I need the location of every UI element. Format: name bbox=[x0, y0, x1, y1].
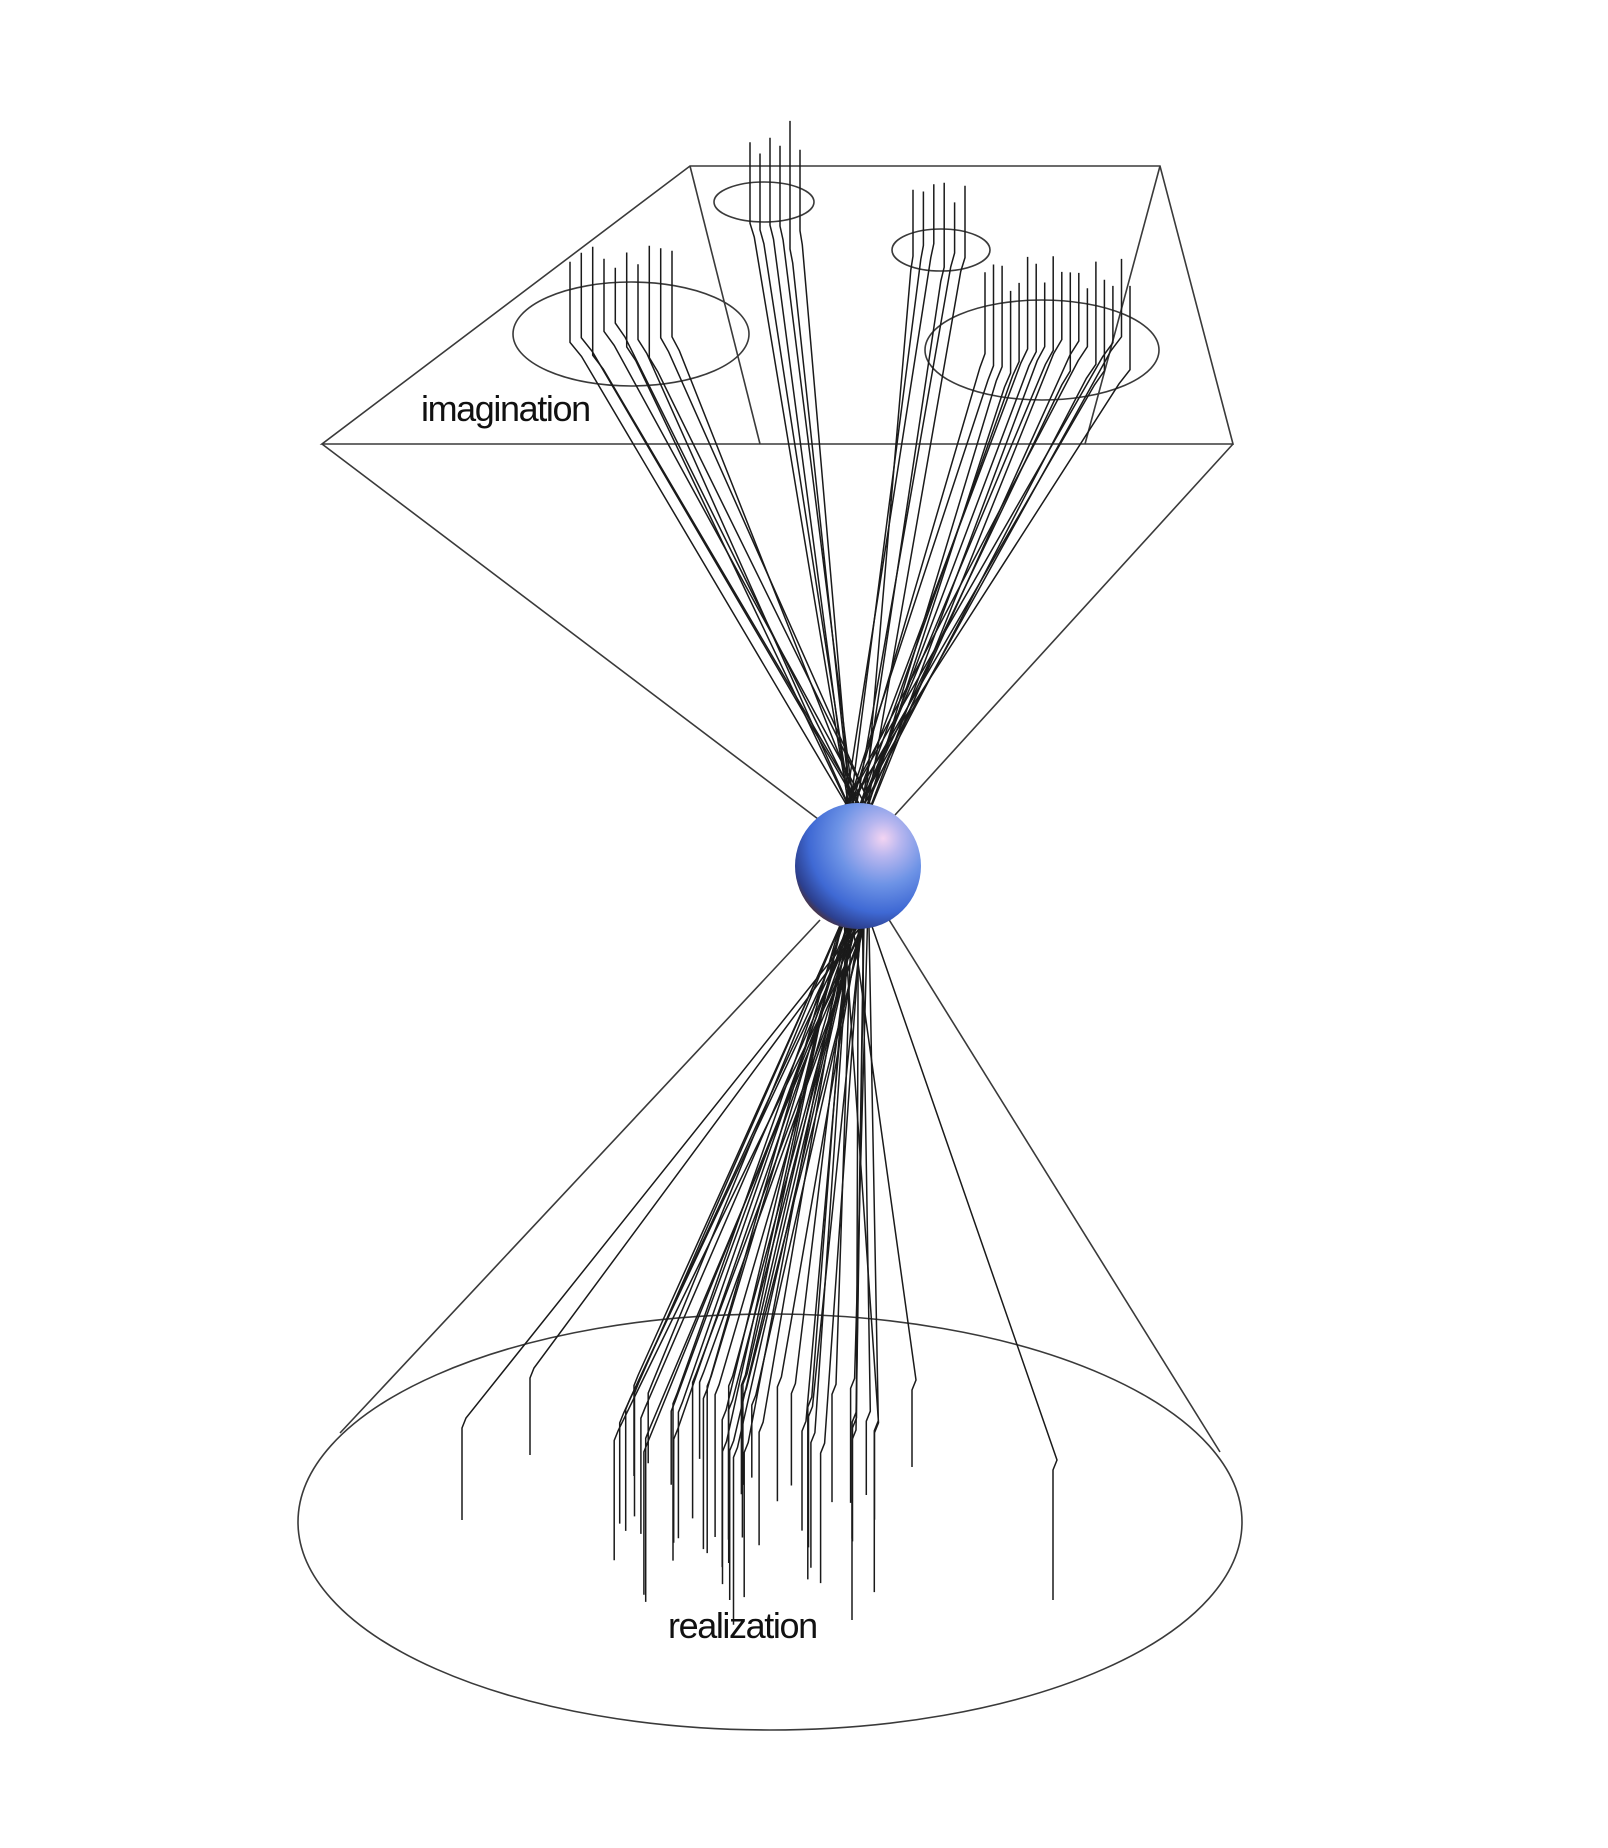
projection-cones bbox=[321, 443, 1234, 1453]
imagination-thread bbox=[855, 202, 956, 807]
imagination-thread bbox=[864, 189, 914, 807]
realization-thread bbox=[727, 915, 860, 1563]
imagination-thread bbox=[853, 256, 1029, 807]
realization-thread bbox=[861, 915, 872, 1495]
imagination-thread bbox=[844, 285, 1114, 807]
imagination-thread bbox=[671, 250, 861, 807]
realization-thread bbox=[672, 915, 857, 1543]
realization-thread bbox=[529, 915, 870, 1455]
imagination-thread bbox=[799, 149, 852, 807]
realization-thread bbox=[850, 915, 917, 1467]
realization-thread bbox=[868, 915, 880, 1593]
realization-thread bbox=[670, 915, 855, 1485]
focal-sphere bbox=[795, 803, 921, 929]
imagination-region-4 bbox=[924, 299, 1160, 401]
imagination-thread bbox=[849, 279, 1106, 807]
realization-thread bbox=[618, 915, 854, 1524]
lower-cone-left-edge bbox=[339, 919, 821, 1434]
realization-thread bbox=[728, 915, 858, 1600]
imagination-threads bbox=[569, 120, 1131, 807]
imagination-thread bbox=[858, 258, 1123, 807]
imagination-thread bbox=[569, 261, 848, 807]
realization-thread bbox=[851, 915, 860, 1542]
imagination-thread bbox=[759, 153, 852, 807]
realization-thread bbox=[644, 915, 867, 1602]
realization-thread bbox=[691, 915, 869, 1519]
realization-thread bbox=[776, 915, 863, 1502]
imagination-thread bbox=[614, 267, 859, 807]
imagination-thread bbox=[648, 245, 872, 807]
imagination-thread bbox=[591, 246, 862, 807]
imagination-region-1 bbox=[512, 281, 750, 387]
imagination-thread bbox=[779, 145, 855, 807]
upper-cone-right-edge bbox=[894, 443, 1234, 816]
realization-thread bbox=[867, 915, 1058, 1600]
realization-thread bbox=[831, 915, 853, 1503]
realization-thread bbox=[698, 915, 869, 1459]
realization-thread bbox=[790, 915, 853, 1486]
imagination-thread bbox=[625, 252, 850, 807]
realization-thread bbox=[801, 915, 852, 1531]
imagination-thread bbox=[637, 264, 850, 807]
realization-thread bbox=[741, 915, 868, 1538]
realization-thread bbox=[677, 915, 853, 1539]
realization-threads bbox=[461, 915, 1058, 1625]
lower-cone-right-edge bbox=[887, 917, 1221, 1453]
imagination-thread bbox=[580, 252, 859, 807]
realization-thread bbox=[613, 915, 870, 1561]
imagination-region-3 bbox=[891, 228, 991, 272]
realization-ellipse bbox=[297, 1313, 1243, 1731]
imagination-thread bbox=[846, 264, 995, 807]
realization-thread bbox=[732, 915, 859, 1625]
imagination-thread bbox=[789, 120, 852, 807]
upper-cone-left-edge bbox=[321, 443, 823, 823]
imagination-thread bbox=[849, 191, 925, 807]
realization-thread bbox=[461, 915, 868, 1520]
imagination-thread bbox=[847, 285, 1131, 807]
imagination-thread bbox=[769, 137, 850, 807]
imagination-thread bbox=[844, 184, 935, 807]
realization-thread bbox=[849, 915, 869, 1503]
imagination-region-2 bbox=[713, 181, 815, 223]
imagination-thread bbox=[850, 272, 986, 807]
imagination-thread bbox=[844, 288, 1089, 807]
realization-thread bbox=[714, 915, 857, 1537]
imagination-thread bbox=[862, 263, 1037, 807]
realization-thread bbox=[740, 915, 844, 1495]
imagination-thread bbox=[867, 265, 1003, 807]
imagination-thread bbox=[749, 142, 850, 807]
imagination-thread bbox=[659, 248, 872, 807]
realization-thread bbox=[751, 915, 866, 1478]
realization-thread bbox=[810, 915, 851, 1568]
realization-thread bbox=[640, 915, 859, 1534]
imagination-label: imagination bbox=[421, 388, 590, 429]
imagination-thread bbox=[865, 272, 1080, 807]
realization-thread bbox=[702, 915, 844, 1550]
imagination-thread bbox=[861, 182, 945, 807]
realization-thread bbox=[721, 915, 844, 1585]
realization-label: realization bbox=[668, 1605, 817, 1646]
imagination-thread bbox=[858, 282, 1020, 807]
imagination-plane-inner-edge-left bbox=[689, 165, 761, 445]
imagination-thread bbox=[866, 185, 966, 807]
imagination-thread bbox=[859, 256, 1054, 807]
imagination-thread bbox=[603, 258, 867, 807]
realization-thread bbox=[647, 915, 845, 1464]
imagination-plane-inner-edge-right bbox=[1084, 165, 1161, 445]
imagination-thread bbox=[867, 290, 1012, 807]
realization-thread bbox=[807, 915, 864, 1548]
realization-thread bbox=[633, 915, 845, 1517]
